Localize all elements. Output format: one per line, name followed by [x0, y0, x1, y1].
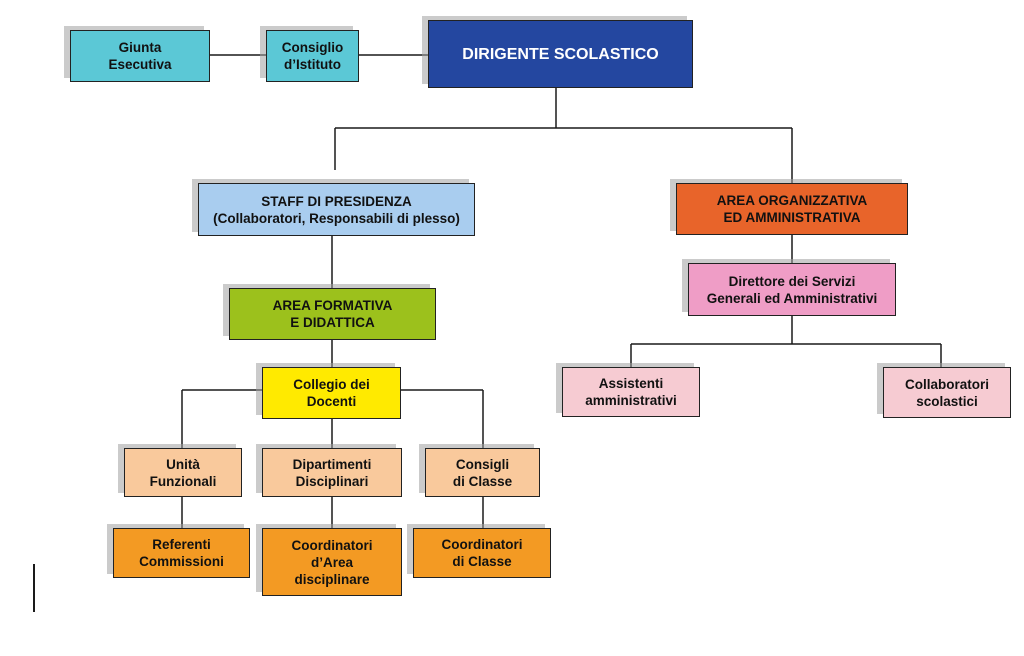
- collaboratori-scolastici-box: Collaboratori scolastici: [883, 367, 1011, 418]
- dipartimenti-disciplinari-box: Dipartimenti Disciplinari: [262, 448, 402, 497]
- giunta-esecutiva-label: Giunta Esecutiva: [108, 40, 172, 72]
- staff-presidenza-box: STAFF DI PRESIDENZA (Collaboratori, Resp…: [198, 183, 475, 236]
- area-formativa-box: AREA FORMATIVA E DIDATTICA: [229, 288, 436, 340]
- staff-presidenza-label: STAFF DI PRESIDENZA (Collaboratori, Resp…: [213, 193, 460, 226]
- coordinatori-area-label: Coordinatori d’Area disciplinare: [291, 537, 373, 587]
- area-formativa-label: AREA FORMATIVA E DIDATTICA: [272, 298, 393, 330]
- referenti-commissioni-box: Referenti Commissioni: [113, 528, 250, 578]
- direttore-servizi-label: Direttore dei Servizi Generali ed Ammini…: [706, 273, 878, 306]
- collegio-docenti-label: Collegio dei Docenti: [293, 377, 370, 409]
- assistenti-amministrativi-label: Assistenti amministrativi: [585, 376, 677, 408]
- collaboratori-scolastici-label: Collaboratori scolastici: [904, 376, 989, 409]
- coordinatori-classe-box: Coordinatori di Classe: [413, 528, 551, 578]
- collegio-docenti-box: Collegio dei Docenti: [262, 367, 401, 419]
- consigli-classe-label: Consigli di Classe: [452, 456, 513, 489]
- referenti-commissioni-label: Referenti Commissioni: [139, 537, 224, 569]
- assistenti-amministrativi-box: Assistenti amministrativi: [562, 367, 700, 417]
- dirigente-scolastico-box: DIRIGENTE SCOLASTICO: [428, 20, 693, 88]
- dipartimenti-disciplinari-label: Dipartimenti Disciplinari: [292, 456, 372, 489]
- coordinatori-area-box: Coordinatori d’Area disciplinare: [262, 528, 402, 596]
- consigli-classe-box: Consigli di Classe: [425, 448, 540, 497]
- area-organizzativa-box: AREA ORGANIZZATIVA ED AMMINISTRATIVA: [676, 183, 908, 235]
- unita-funzionali-label: Unità Funzionali: [149, 456, 217, 489]
- unita-funzionali-box: Unità Funzionali: [124, 448, 242, 497]
- giunta-esecutiva-box: Giunta Esecutiva: [70, 30, 210, 82]
- consiglio-istituto-label: Consiglio d’Istituto: [281, 40, 344, 72]
- area-organizzativa-label: AREA ORGANIZZATIVA ED AMMINISTRATIVA: [716, 193, 868, 225]
- consiglio-istituto-box: Consiglio d’Istituto: [266, 30, 359, 82]
- direttore-servizi-box: Direttore dei Servizi Generali ed Ammini…: [688, 263, 896, 316]
- dirigente-scolastico-label: DIRIGENTE SCOLASTICO: [462, 45, 659, 63]
- coordinatori-classe-label: Coordinatori di Classe: [441, 537, 523, 569]
